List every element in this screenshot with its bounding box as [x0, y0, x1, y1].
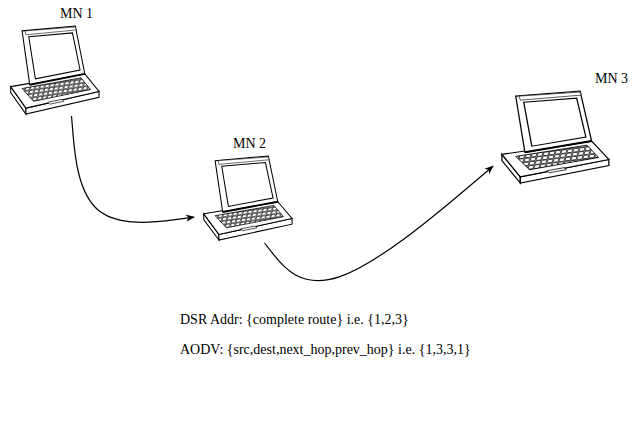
route-arrow [265, 166, 494, 280]
mobile-node: MN 3 [495, 71, 610, 183]
mobile-node: MN 1 [5, 6, 100, 114]
address-note: DSR Addr: {complete route} i.e. {1,2,3} [180, 312, 409, 328]
mobile-node: MN 2 [198, 136, 293, 240]
node-name: MN 1 [60, 6, 93, 22]
laptop-illustration [198, 156, 293, 240]
laptop-illustration [5, 26, 100, 114]
address-note: AODV: {src,dest,next_hop,prev_hop} i.e. … [180, 342, 471, 358]
node-name: MN 3 [595, 71, 628, 87]
laptop-illustration [495, 91, 610, 183]
node-name: MN 2 [233, 136, 266, 152]
route-arrow [72, 116, 195, 222]
